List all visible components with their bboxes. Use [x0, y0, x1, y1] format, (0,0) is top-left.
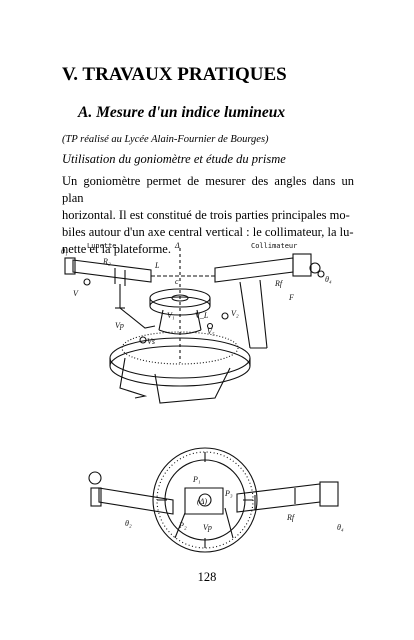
telescope-tube — [72, 259, 152, 283]
label-center: (Δ) — [197, 497, 207, 506]
label-v1: V₁ — [167, 311, 175, 320]
label-theta4: θ₄ — [325, 275, 332, 284]
source-note: (TP réalisé au Lycée Alain-Fournier de B… — [62, 134, 269, 145]
label-theta1: θ₁ — [61, 247, 68, 256]
label-collimateur: Collimateur — [251, 242, 297, 250]
label-r2: R₂ — [102, 257, 111, 266]
label-v5: V₅ — [207, 327, 215, 336]
paragraph-line: horizontal. Il est constitué de trois pa… — [62, 208, 350, 222]
label-theta2: θ₂ — [125, 519, 132, 528]
label-v2: V₂ — [231, 309, 239, 318]
label-vp-bottom: Vp — [203, 523, 212, 532]
label-vs: Vs — [147, 337, 155, 346]
body-paragraph: Un goniomètre permet de mesurer des angl… — [62, 173, 354, 258]
label-theta4-bottom: θ₄ — [337, 523, 344, 532]
label-rf: Rf — [274, 279, 284, 288]
subsection-title: A. Mesure d'un indice lumineux — [78, 104, 286, 121]
prism-table — [184, 487, 224, 515]
paragraph-line: nette et la plateforme. — [62, 242, 171, 256]
label-v: V — [73, 289, 79, 298]
section-title: V. TRAVAUX PRATIQUES — [62, 64, 287, 85]
page-number: 128 — [197, 570, 217, 584]
graduated-circle — [121, 331, 239, 365]
graduated-disc — [152, 447, 258, 553]
label-lunette: Lunette — [87, 242, 117, 250]
label-rf-bottom: Rf — [286, 513, 296, 522]
label-l: L — [154, 261, 160, 270]
label-vl: V_L — [195, 311, 209, 320]
label-f: F — [288, 293, 294, 302]
label-p1: P₁ — [192, 475, 201, 484]
paragraph-line: Un goniomètre permet de mesurer des angl… — [62, 174, 354, 205]
label-c: c — [175, 277, 179, 286]
label-vp: Vp — [115, 321, 124, 330]
label-p2: P₂ — [178, 521, 187, 530]
paragraph-line: biles autour d'un axe central vertical :… — [62, 225, 354, 239]
goniometer-figure: Lunette Collimateur θ₁ R₂ V L c Δ Rf F θ… — [61, 241, 344, 553]
collimator-top — [236, 483, 321, 513]
subheading: Utilisation du goniomètre et étude du pr… — [62, 152, 286, 166]
label-delta: Δ — [174, 241, 180, 250]
telescope-top — [98, 487, 174, 515]
label-p3: P₃ — [224, 489, 233, 498]
